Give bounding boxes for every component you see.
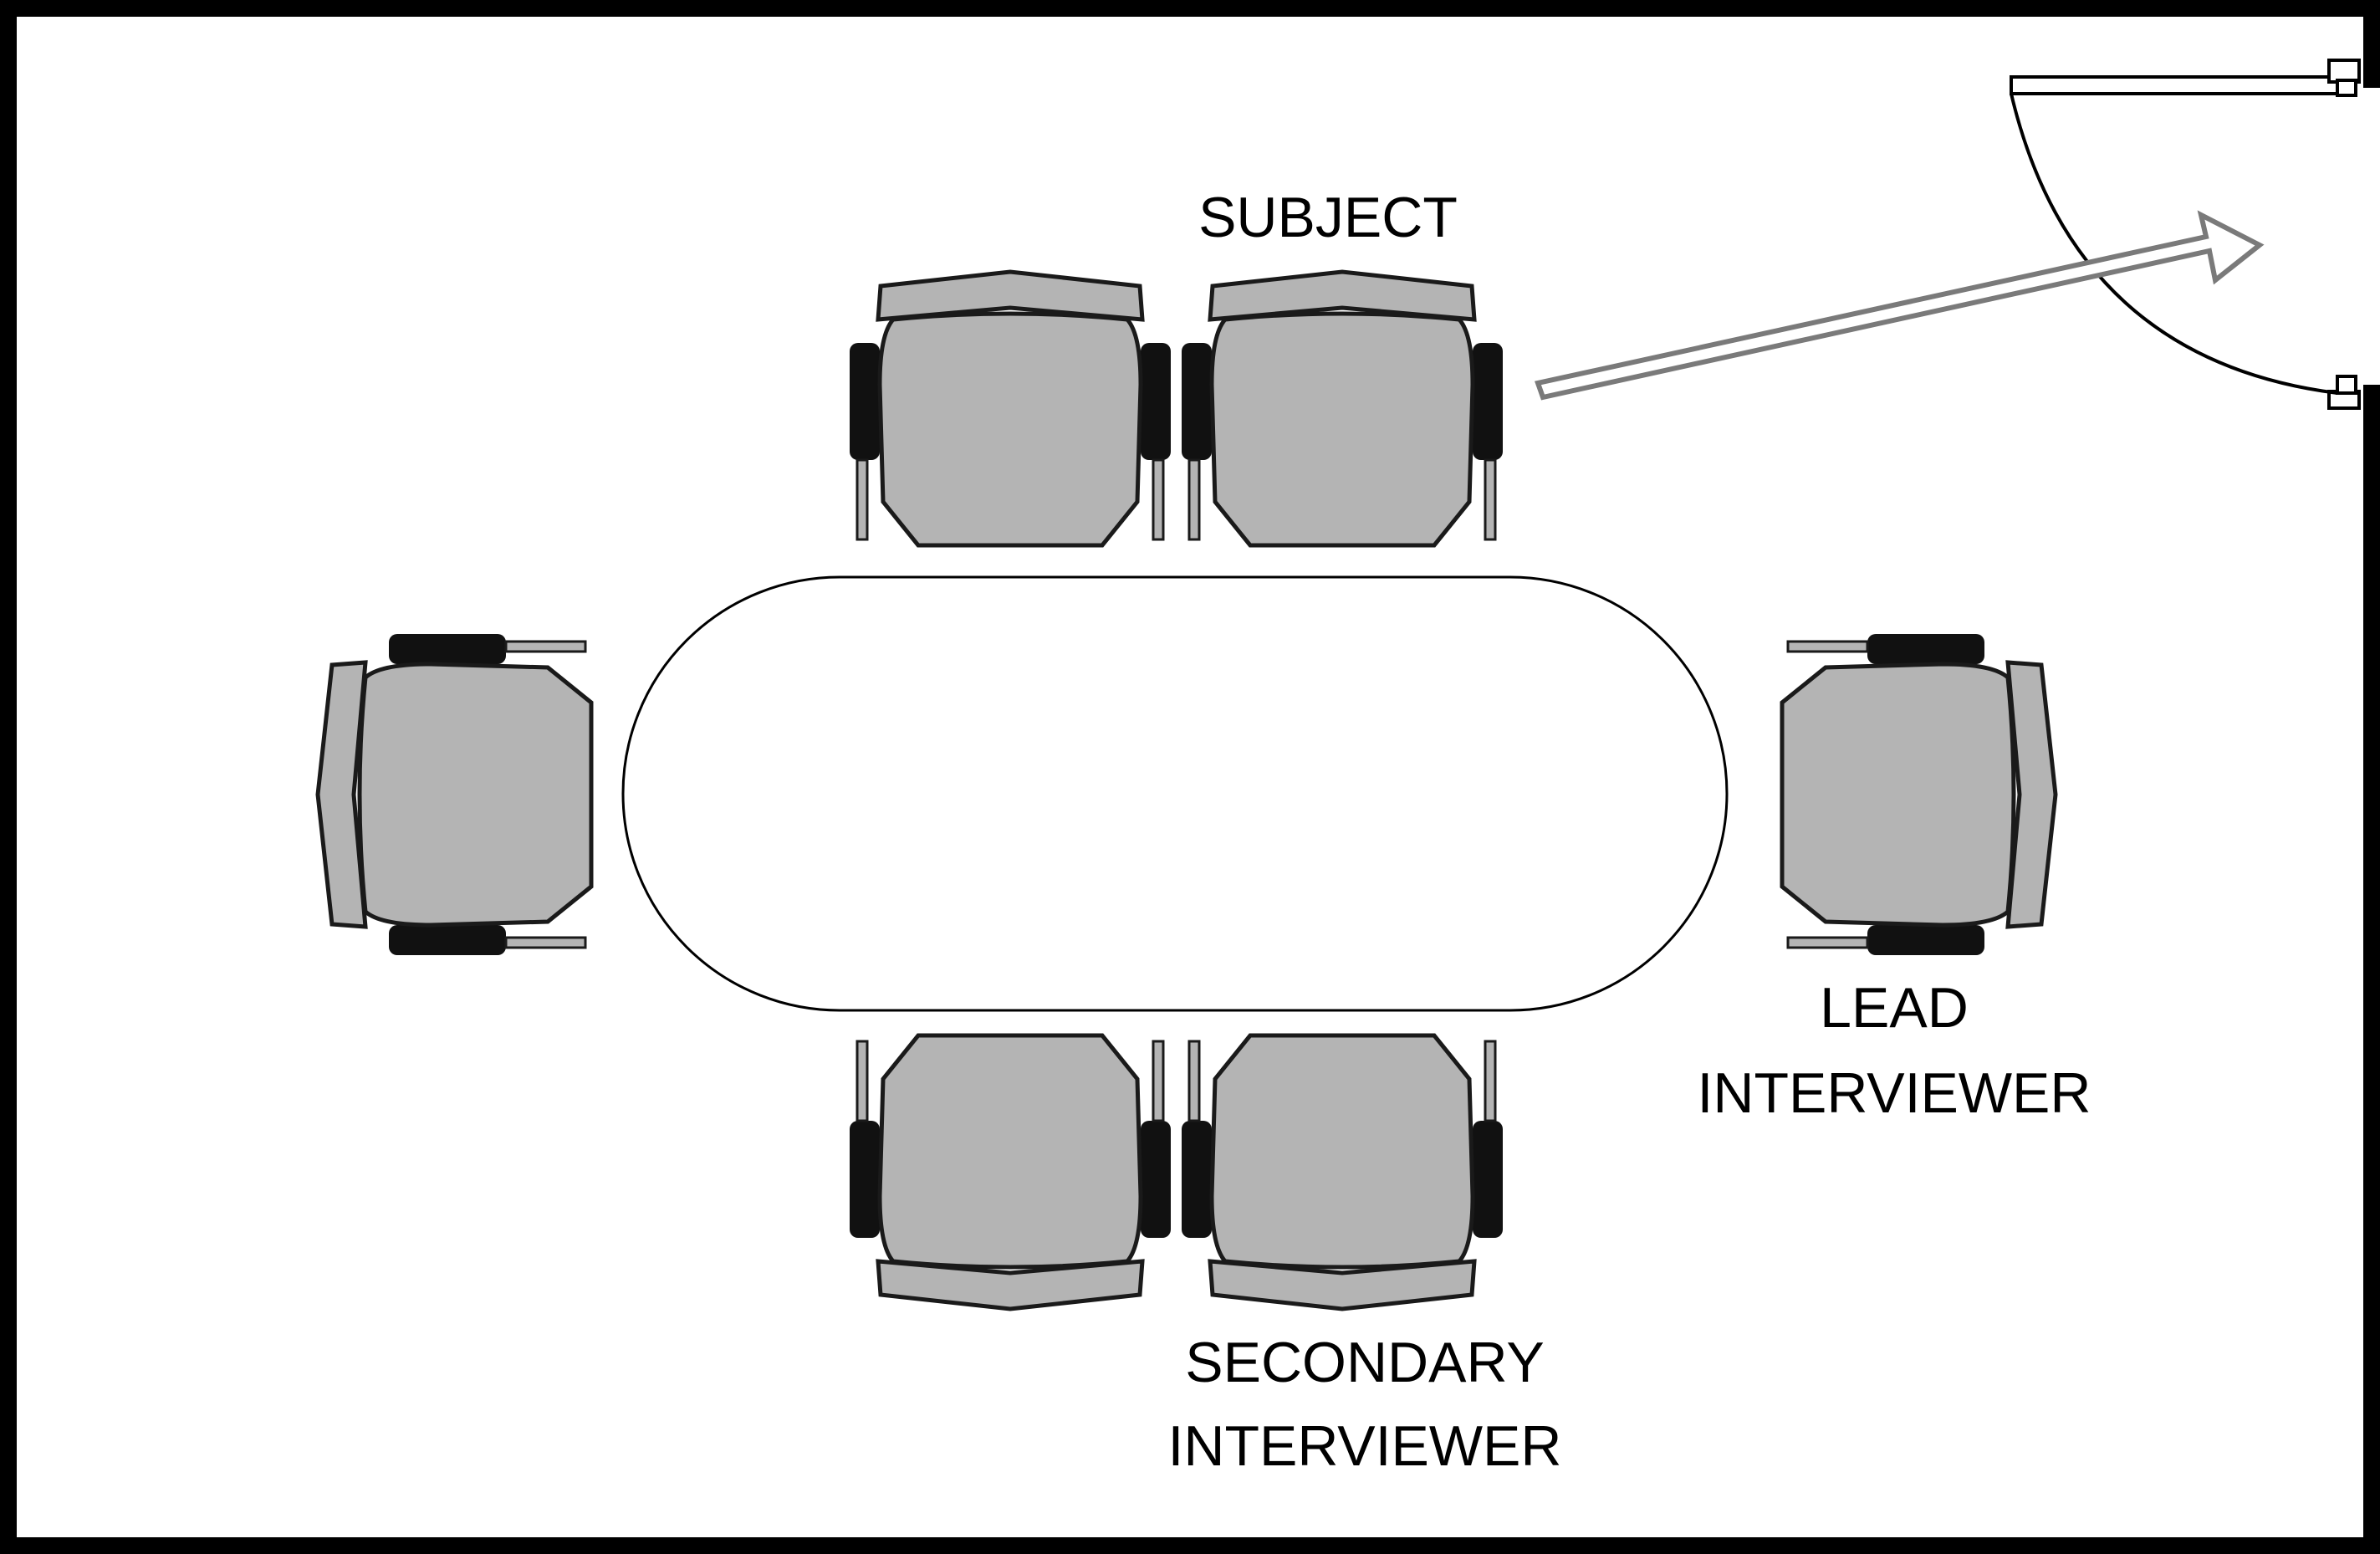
chair-top-right-subject — [1182, 272, 1503, 545]
label-secondary-line1: SECONDARY — [1185, 1331, 1545, 1394]
exit-arrow — [1535, 210, 2265, 401]
chair-bottom-left — [850, 1035, 1171, 1309]
door — [2010, 59, 2361, 410]
label-subject: SUBJECT — [1198, 186, 1458, 249]
chair-right-end-lead — [1782, 634, 2056, 955]
chair-top-left — [850, 272, 1171, 545]
label-lead-line2: INTERVIEWER — [1697, 1061, 2091, 1125]
label-secondary-line2: INTERVIEWER — [1167, 1414, 1561, 1478]
conference-table — [621, 575, 1729, 1012]
chair-left-end — [318, 634, 591, 955]
chair-bottom-right-secondary — [1182, 1035, 1503, 1309]
label-lead-line1: LEAD — [1820, 976, 1969, 1040]
